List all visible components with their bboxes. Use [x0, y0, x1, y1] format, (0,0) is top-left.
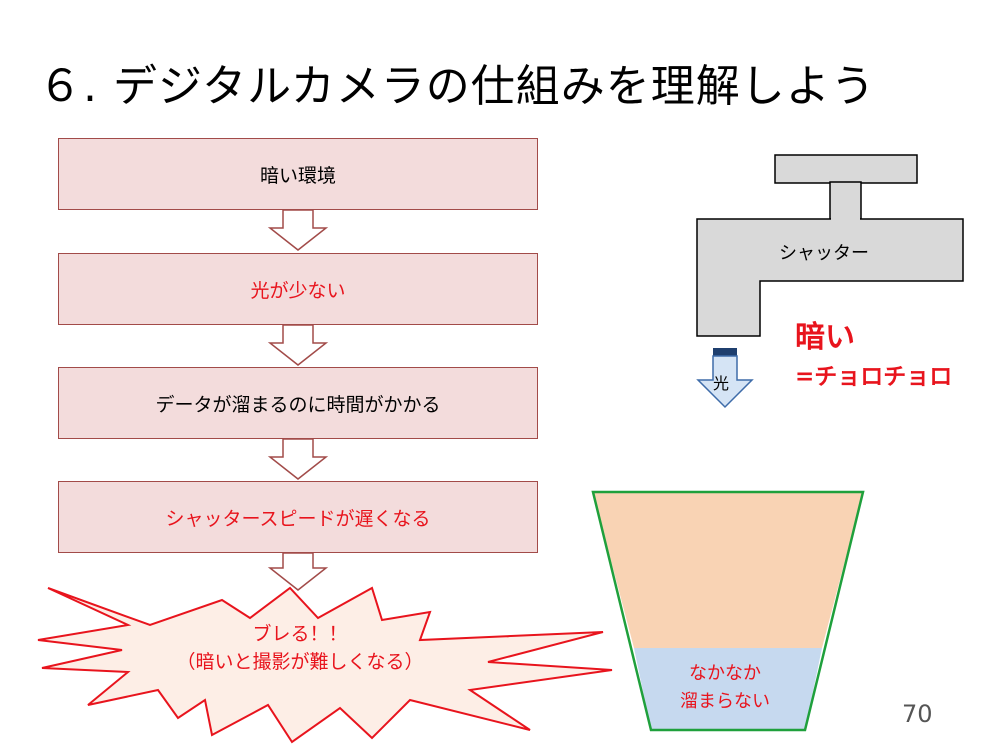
flow-step-dark-environment: 暗い環境 — [58, 138, 538, 210]
flow-step-label: 光が少ない — [250, 279, 346, 302]
flow-step-label: シャッタースピードが遅くなる — [165, 507, 431, 530]
burst-line-1: ブレる！！ — [252, 623, 348, 645]
burst-shape — [37, 586, 613, 744]
flow-step-slow-accumulation: データが溜まるのに時間がかかる — [58, 367, 538, 439]
trickle-label: =チョロチョロ — [795, 364, 953, 390]
shutter-label: シャッター — [779, 243, 869, 264]
page-title: ６. デジタルカメラの仕組みを理解しよう — [38, 61, 876, 112]
cup-line-1: なかなか — [689, 663, 761, 684]
burst-line-2: （暗いと撮影が難しくなる） — [176, 651, 424, 673]
flow-step-label: 暗い環境 — [259, 164, 336, 187]
cup-text: なかなか 溜まらない — [655, 660, 795, 716]
light-label: 光 — [713, 374, 730, 393]
flow-step-slow-shutter: シャッタースピードが遅くなる — [58, 481, 538, 553]
flow-arrow — [267, 209, 329, 251]
cup-line-2: 溜まらない — [680, 691, 770, 712]
burst-text: ブレる！！ （暗いと撮影が難しくなる） — [150, 620, 450, 676]
page-number: 70 — [902, 700, 933, 728]
flow-arrow — [267, 324, 329, 366]
faucet-shape — [696, 154, 964, 337]
flow-arrow — [267, 552, 329, 591]
flow-step-little-light: 光が少ない — [58, 253, 538, 325]
dark-label: 暗い — [795, 320, 855, 355]
light-arrow — [696, 348, 754, 409]
flow-arrow — [267, 438, 329, 480]
cup-shape — [591, 490, 865, 732]
flow-step-label: データが溜まるのに時間がかかる — [155, 393, 441, 416]
